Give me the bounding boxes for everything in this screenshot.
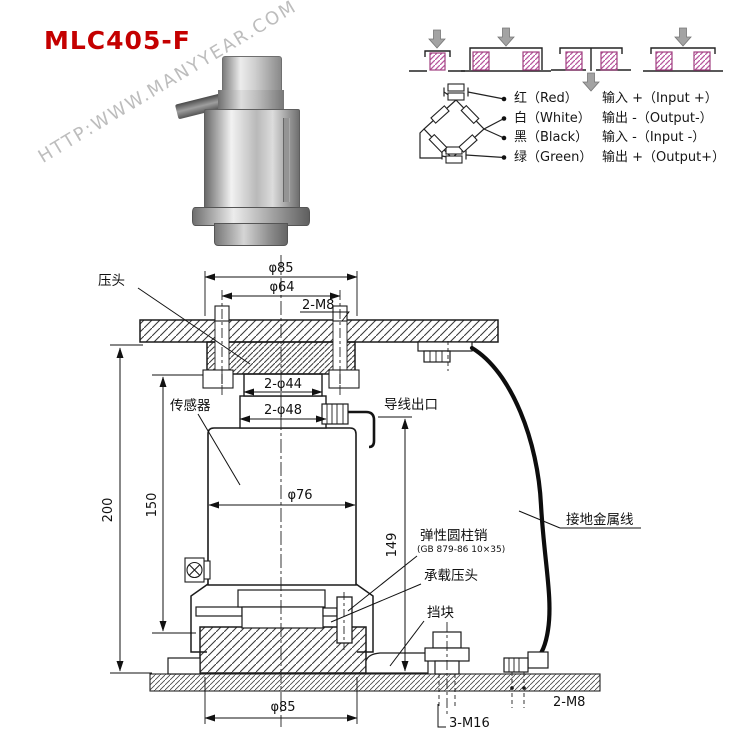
dim-text-phi85-bottom: φ85 xyxy=(270,700,295,715)
dimensions xyxy=(110,271,446,728)
wiring-row: 黑（Black） 输入 -（Input -） xyxy=(514,128,725,148)
dim-200 xyxy=(110,344,152,674)
skirt xyxy=(190,583,374,653)
load-cell-photo xyxy=(174,52,312,246)
label-press-head: 压头 xyxy=(98,273,125,289)
centerlines xyxy=(221,255,525,727)
dim-text-200: 200 xyxy=(101,498,116,523)
bearing-head xyxy=(195,589,338,629)
left-step-block xyxy=(167,657,201,675)
dim-text-3m16: 3-M16 xyxy=(449,716,490,731)
wire-color-label: 红（Red） xyxy=(514,91,578,106)
dim-text-2phi48: 2-φ48 xyxy=(264,403,302,418)
dim-text-2m8-bottom: 2-M8 xyxy=(553,695,585,710)
mount-4-rail xyxy=(650,47,716,54)
stop-block-part xyxy=(365,652,429,674)
wiring-legend: 红（Red） 输入 +（Input +） 白（White） 输出 -（Outpu… xyxy=(514,89,725,167)
label-elastic-pin: 弹性圆柱销 xyxy=(420,528,488,544)
mount-3-rail xyxy=(559,47,623,71)
wiring-row: 绿（Green） 输出 +（Output+） xyxy=(514,148,725,168)
wire-signal-label: 输入 -（Input -） xyxy=(602,130,706,145)
ground-wire-connector xyxy=(503,651,549,690)
dim-text-phi64: φ64 xyxy=(269,280,294,295)
dim-2m8-top xyxy=(300,311,350,322)
label-bearing-head: 承载压头 xyxy=(424,568,478,584)
photo-seam xyxy=(283,118,290,202)
ground-wire xyxy=(469,345,552,664)
elastic-pin-part xyxy=(336,596,353,644)
ground-wire-clamp xyxy=(417,341,473,363)
cable-gland xyxy=(321,403,376,449)
dim-149 xyxy=(378,416,412,672)
dim-150 xyxy=(152,374,203,634)
photo-foot xyxy=(214,223,288,246)
label-stop-block: 挡块 xyxy=(427,605,454,621)
mount-2-channel xyxy=(469,47,543,70)
load-cell-body xyxy=(207,427,357,586)
wire-signal-label: 输出 +（Output+） xyxy=(602,149,726,165)
wire-color-label: 白（White） xyxy=(514,110,591,126)
wire-signal-label: 输入 +（Input +） xyxy=(602,91,718,106)
wire-color-label: 黑（Black） xyxy=(514,130,589,145)
label-ground-wire: 接地金属线 xyxy=(566,511,634,528)
photo-cap-step xyxy=(218,90,284,110)
dim-3m16-leader xyxy=(437,704,446,728)
cable-outlet-wire xyxy=(348,410,376,449)
model-title: MLC405-F xyxy=(44,26,191,55)
terminal-dots xyxy=(501,96,507,160)
wire-color-label: 绿（Green） xyxy=(514,149,593,165)
bridge-circuit-diagram xyxy=(419,83,507,164)
load-arrow-icons xyxy=(428,27,692,92)
dim-phi85-bottom xyxy=(204,677,358,724)
dim-text-phi76: φ76 xyxy=(287,488,312,503)
seat-ring-48 xyxy=(239,395,327,429)
foundation-hatch xyxy=(149,673,601,692)
wire-signal-label: 输出 -（Output-） xyxy=(602,110,713,126)
dim-text-2m8-top: 2-M8 xyxy=(302,298,334,313)
mount-1-cap xyxy=(424,50,451,57)
dim-text-phi85-top: φ85 xyxy=(268,261,293,276)
label-elastic-pin-spec: (GB 879-86 10×35) xyxy=(417,545,505,555)
dim-phi85-top xyxy=(204,271,358,316)
grounding-screw xyxy=(184,557,211,583)
dim-text-149: 149 xyxy=(385,533,400,558)
wiring-row: 红（Red） 输入 +（Input +） xyxy=(514,89,725,109)
dim-text-150: 150 xyxy=(145,493,160,518)
mounting-options-diagram xyxy=(409,27,723,92)
top-plate xyxy=(139,319,499,343)
label-leaders xyxy=(137,287,641,667)
wiring-row: 白（White） 输出 -（Output-） xyxy=(514,109,725,129)
mount-load-blocks xyxy=(429,51,711,71)
label-cable-outlet: 导线出口 xyxy=(384,397,438,413)
label-sensor: 传感器 xyxy=(170,397,211,414)
dim-text-2phi44: 2-φ44 xyxy=(264,377,302,392)
